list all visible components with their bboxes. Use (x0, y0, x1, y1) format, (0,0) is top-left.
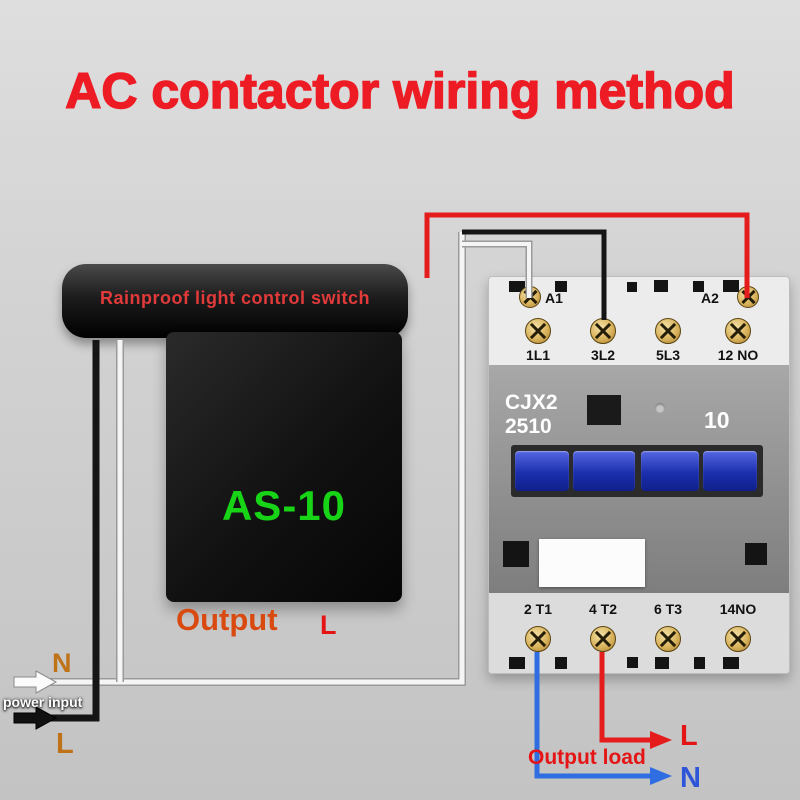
output-load-label: Output load (528, 746, 646, 769)
terminal-label-3l2: 3L2 (590, 347, 616, 363)
contactor-top-slot (723, 280, 739, 292)
terminal-screw-12no (725, 318, 751, 344)
terminal-screw-a1 (519, 286, 541, 308)
contactor-top-slot (627, 282, 637, 292)
contactor-slot (503, 541, 529, 567)
light-switch-body: AS-10 (166, 332, 402, 602)
terminal-label-1l1: 1L1 (525, 347, 551, 363)
power-live-label: L (56, 728, 74, 760)
contactor-bottom-slot (555, 657, 567, 669)
terminal-label-5l3: 5L3 (655, 347, 681, 363)
terminal-label-2t1: 2 T1 (523, 601, 552, 617)
terminal-screw-1l1 (525, 318, 551, 344)
terminal-label-4t2: 4 T2 (588, 601, 617, 617)
output-line-label: L (680, 720, 698, 752)
contact-rocker (641, 451, 699, 491)
contact-rocker (573, 451, 635, 491)
output-terminal-row: 2 T1 4 T2 6 T3 14NO (489, 593, 789, 673)
switch-output-line-label: L (320, 610, 337, 640)
contactor-model-line1: CJX2 (505, 391, 558, 414)
terminal-screw-6t3 (655, 626, 681, 652)
power-input-label: power input (3, 694, 83, 710)
contactor-bottom-slot (694, 657, 705, 669)
terminal-screw-14no (725, 626, 751, 652)
terminal-label-12no: 12 NO (717, 347, 759, 363)
terminal-screw-5l3 (655, 318, 681, 344)
contact-rocker (703, 451, 757, 491)
switch-model-label: AS-10 (221, 482, 347, 529)
page-title: AC contactor wiring method (65, 62, 736, 120)
contactor-bottom-slot (627, 657, 638, 668)
load-line-arrow-icon (650, 731, 672, 749)
contact-rocker (515, 451, 569, 491)
terminal-label-a2: A2 (701, 290, 719, 306)
power-live-arrow-icon (13, 706, 58, 730)
contactor-contact-window (511, 445, 763, 497)
power-neutral-arrow-icon (13, 670, 58, 694)
power-neutral-label: N (52, 648, 72, 678)
contactor-mid-body: CJX2 2510 10 (489, 365, 789, 593)
contactor-slot (745, 543, 767, 565)
output-neutral-label: N (680, 762, 701, 794)
terminal-screw-4t2 (590, 626, 616, 652)
contactor-model-line2: 2510 (505, 415, 552, 438)
terminal-label-a1: A1 (545, 290, 563, 306)
light-switch-head: Rainproof light control switch (62, 264, 408, 338)
light-switch-head-label: Rainproof light control switch (100, 287, 370, 308)
contactor-indicator-dot (655, 403, 665, 413)
terminal-label-14no: 14NO (719, 601, 757, 617)
contactor: A1 A2 1L1 3L2 5L3 12 NO CJX2 2510 10 (488, 276, 790, 674)
terminal-label-6t3: 6 T3 (653, 601, 682, 617)
contactor-rating-label: 10 (704, 407, 730, 433)
contactor-bottom-slot (655, 657, 669, 669)
contactor-test-button (587, 395, 621, 425)
terminal-screw-2t1 (525, 626, 551, 652)
contactor-bottom-slot (723, 657, 739, 669)
contactor-bottom-slot (509, 657, 525, 669)
terminal-screw-a2 (737, 286, 759, 308)
load-neutral-arrow-icon (650, 767, 672, 785)
contactor-top-slot (654, 280, 668, 292)
switch-output-label: Output (176, 602, 278, 637)
contactor-name-plate (539, 539, 645, 587)
terminal-screw-3l2 (590, 318, 616, 344)
